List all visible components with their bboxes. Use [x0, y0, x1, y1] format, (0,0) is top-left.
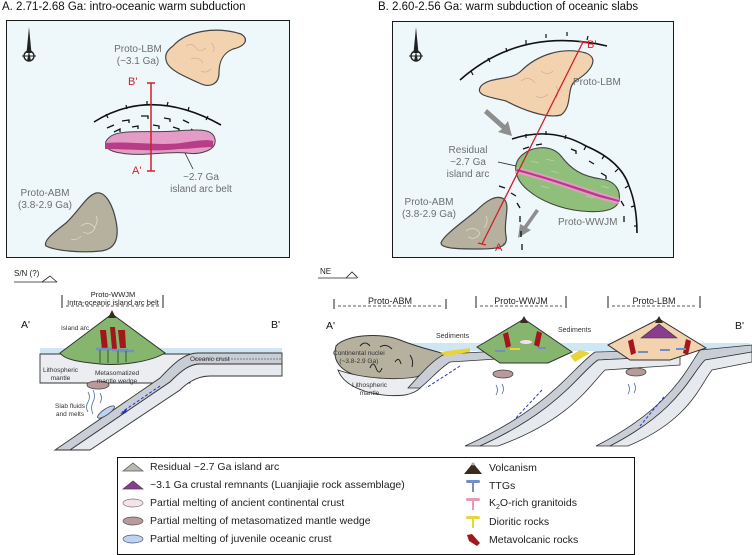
blue-ellipse-icon	[122, 534, 144, 544]
grey-arc-icon	[122, 462, 144, 472]
header-proto-wwjm-a: Proto-WWJM	[90, 290, 136, 299]
direction-label-a: S/N (?)	[14, 269, 40, 278]
label-sediments-1: Sediments	[436, 333, 470, 340]
purple-arc-icon	[122, 480, 144, 490]
ttg-icon	[466, 480, 480, 492]
label-proto-abm-a: Proto-ABM(3.8-2.9 Ga)	[18, 188, 72, 211]
dioritic-icon	[466, 516, 480, 528]
section-a-b-prime: B'	[271, 319, 281, 331]
label-b-b: B'	[587, 39, 597, 51]
legend-item-dioritic: Dioritic rocks	[463, 515, 549, 529]
proto-abm-block	[44, 192, 118, 253]
proto-wwjm-block	[515, 147, 620, 213]
label-proto-lbm-b: Proto-LBM	[573, 77, 621, 88]
metavolcanic-icon	[467, 534, 480, 546]
panel-a-map	[6, 20, 290, 258]
legend: Residual ~2.7 Ga island arc ~3.1 Ga crus…	[117, 457, 635, 555]
label-b-prime-a: B'	[128, 76, 138, 88]
label-a-prime-b: A'	[495, 242, 505, 254]
legend-item-continental-melt: Partial melting of ancient continental c…	[122, 497, 344, 509]
label-island-arc: Island arc	[61, 325, 90, 332]
legend-item-ttgs: TTGs	[463, 479, 515, 493]
juvenile-crust-melt	[97, 405, 115, 419]
panel-b-title: B. 2.60-2.56 Ga: warm subduction of ocea…	[378, 1, 639, 13]
section-line-b	[477, 40, 588, 246]
panel-a-title: A. 2.71-2.68 Ga: intro-oceanic warm subd…	[2, 1, 246, 13]
proto-lbm-block-b	[478, 50, 594, 117]
proto-abm-block-b	[440, 196, 508, 250]
direction-label-b: NE	[320, 267, 332, 276]
compass-icon	[22, 27, 36, 62]
section-b-b-prime: B'	[735, 320, 745, 332]
label-a-prime-a: A'	[132, 165, 142, 177]
section-line-a	[147, 82, 155, 172]
cross-section-a	[14, 275, 283, 451]
brown-ellipse-icon	[122, 516, 144, 526]
panel-a-map-drawing	[22, 27, 246, 253]
legend-item-juvenile-melt: Partial melting of juvenile oceanic crus…	[122, 533, 332, 545]
mantle-wedge-melt	[86, 380, 110, 390]
label-oceanic-crust: Oceanic crust	[190, 356, 230, 363]
label-continental-nuclei: Continental nuclei(~3.8-2.9 Ga)	[333, 350, 385, 365]
header-proto-wwjm: Proto-WWJM	[494, 296, 548, 306]
proto-lbm-block	[165, 29, 246, 86]
label-proto-abm-b: Proto-ABM(3.8-2.9 Ga)	[402, 197, 456, 220]
pink-ellipse-icon	[122, 498, 144, 508]
section-b-a-prime: A'	[326, 320, 336, 332]
header-proto-lbm: Proto-LBM	[632, 296, 676, 306]
section-a-a-prime: A'	[21, 319, 31, 331]
k2o-granitoid-icon	[466, 498, 480, 511]
legend-item-metavolcanic: Metavolcanic rocks	[463, 533, 578, 547]
header-proto-abm: Proto-ABM	[367, 296, 412, 306]
label-sediments-2: Sediments	[558, 327, 592, 334]
motion-arrow-1	[484, 109, 512, 136]
legend-item-mantle-wedge-melt: Partial melting of metasomatized mantle …	[122, 515, 371, 527]
cross-section-b	[318, 271, 752, 447]
label-proto-wwjm-b: Proto-WWJM	[558, 217, 618, 228]
panel-b-map	[392, 21, 674, 258]
label-proto-lbm-a: Proto-LBM(~3.1 Ga)	[114, 44, 162, 67]
motion-arrow-2	[518, 209, 539, 238]
volcano-icon	[108, 310, 116, 318]
legend-item-k2o-granitoids: K2O-rich granitoids	[463, 497, 577, 511]
legend-item-volcanism: Volcanism	[463, 461, 537, 475]
volcano-icon	[464, 462, 482, 474]
panel-b-map-drawing	[409, 27, 638, 250]
crustal-remnant	[640, 323, 678, 339]
lbm-arc-body	[607, 318, 708, 361]
compass-icon	[409, 27, 423, 62]
legend-item-crustal-remnants: ~3.1 Ga crustal remnants (Luanjiajie roc…	[122, 479, 405, 491]
legend-item-residual-arc: Residual ~2.7 Ga island arc	[122, 461, 279, 473]
header-intra-oceanic: Intra-oceanic island arc belt	[67, 298, 159, 307]
